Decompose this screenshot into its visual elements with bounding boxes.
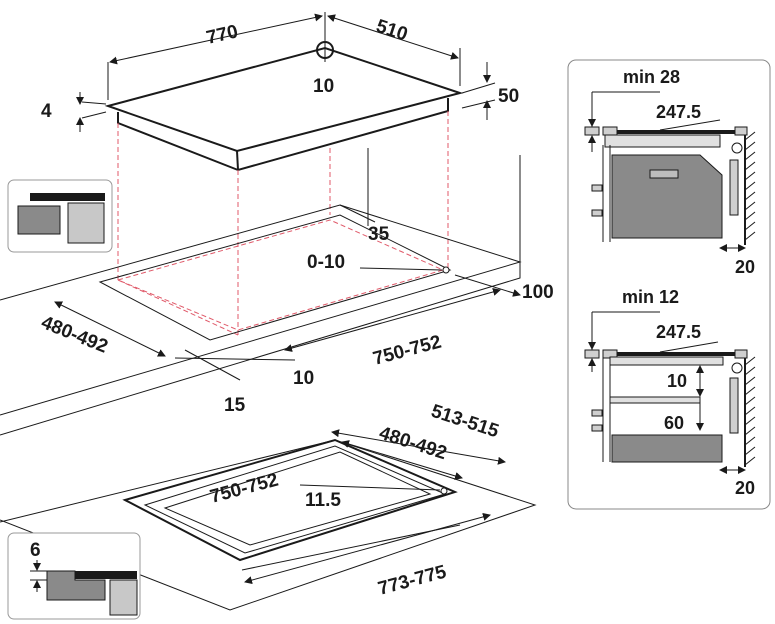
side-top-min-label: min 28 bbox=[623, 67, 680, 87]
flush-recess-label: 11.5 bbox=[305, 490, 341, 511]
side-bottom-min-label: min 12 bbox=[622, 287, 679, 307]
cutout-depth-label: 480-492 bbox=[38, 312, 111, 358]
side-bottom-wall-label: 20 bbox=[735, 478, 755, 498]
side-details-panel bbox=[567, 59, 771, 510]
hob-top-view bbox=[76, 12, 496, 336]
cutout-outline bbox=[98, 214, 452, 341]
flush-inset-icon bbox=[7, 179, 113, 253]
flush-outer-width-label: 773-775 bbox=[376, 561, 449, 599]
tolerance-label: 0-10 bbox=[307, 252, 345, 273]
height-label: 50 bbox=[498, 86, 519, 107]
countertop-cutout bbox=[0, 148, 522, 436]
side-top-wall-label: 20 bbox=[735, 257, 755, 277]
flush-outer-recess bbox=[122, 438, 458, 562]
flush-inner-depth-label: 480-492 bbox=[376, 423, 449, 465]
hob-glass bbox=[104, 46, 464, 153]
flush-inner-width-label: 750-752 bbox=[208, 469, 281, 507]
rear-clearance-label: 100 bbox=[522, 282, 554, 303]
center-circle-label: 10 bbox=[313, 76, 334, 97]
front-clearance-label: 15 bbox=[224, 395, 246, 416]
side-detail-drawer bbox=[584, 311, 756, 474]
side-top-depth-label: 247.5 bbox=[656, 102, 701, 122]
flush-view bbox=[0, 429, 537, 611]
side-bottom-spacing-label: 60 bbox=[664, 413, 684, 433]
glass-thickness-label: 4 bbox=[41, 101, 52, 122]
side-bottom-depth-label: 247.5 bbox=[656, 322, 701, 342]
depth-label: 510 bbox=[373, 16, 410, 46]
rear-offset-label: 35 bbox=[368, 224, 390, 245]
flush-outer-depth-label: 513-515 bbox=[428, 401, 501, 443]
side-detail-oven bbox=[584, 91, 756, 252]
width-label: 770 bbox=[204, 21, 240, 49]
cutout-width-label: 750-752 bbox=[371, 331, 444, 369]
flush-detail-label: 6 bbox=[30, 540, 41, 561]
side-bottom-gap-label: 10 bbox=[667, 371, 687, 391]
flush-detail-inset bbox=[7, 532, 141, 620]
front-offset-label: 10 bbox=[293, 368, 314, 389]
